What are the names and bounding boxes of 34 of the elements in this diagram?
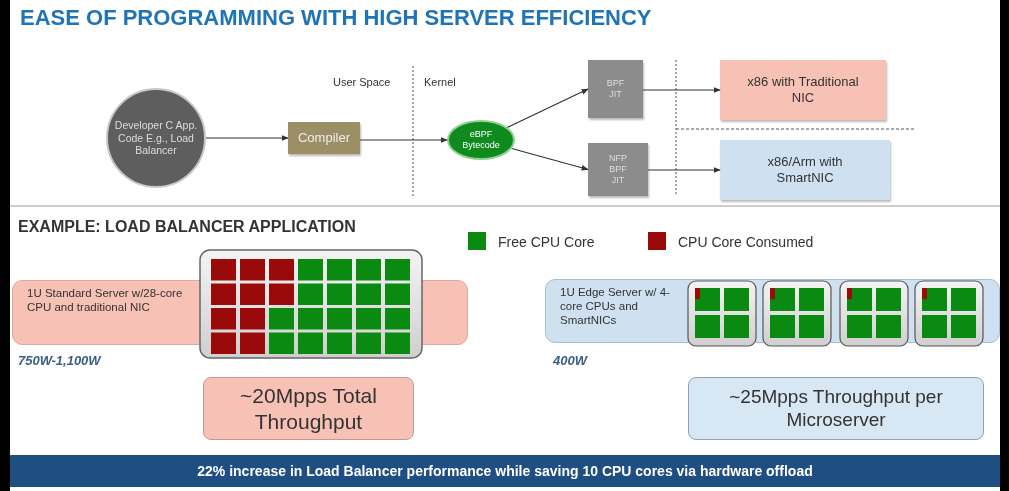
node-label: Developer C App. Code E.g., Load Balancer xyxy=(113,119,199,157)
process-box xyxy=(288,122,360,154)
jit-box xyxy=(588,60,643,118)
region-label: User Space xyxy=(333,76,391,88)
throughput-box xyxy=(688,377,984,440)
summary-banner xyxy=(10,455,1000,487)
legend-label: CPU Core Consumed xyxy=(678,234,814,250)
arrow xyxy=(506,88,589,128)
node-label: x86 with Traditional NIC xyxy=(746,74,860,106)
arrow xyxy=(642,87,721,93)
arrow xyxy=(647,167,721,173)
target-box xyxy=(720,140,890,200)
node-label: Compiler xyxy=(298,130,350,146)
slide-title: EASE OF PROGRAMMING WITH HIGH SERVER EFFICIENCY xyxy=(20,5,652,31)
node-label: eBPF Bytecode xyxy=(461,129,501,151)
node-label: 1U Standard Server w/28-core CPU and traditional NIC xyxy=(27,287,184,315)
region-label: Kernel xyxy=(424,76,456,88)
legend-label: Free CPU Core xyxy=(498,234,595,250)
power-label: 750W-1,100W xyxy=(18,353,101,368)
power-label: 400W xyxy=(553,353,587,368)
node-label: ~25Mpps Throughput per Microserver xyxy=(728,385,944,432)
arrow xyxy=(359,137,448,143)
target-box xyxy=(720,60,886,120)
section-heading: EXAMPLE: LOAD BALANCER APPLICATION xyxy=(18,218,356,236)
throughput-box xyxy=(203,377,414,440)
node-label: BPF JIT xyxy=(605,78,626,100)
node-label: NFP BPF JIT xyxy=(608,153,628,186)
jit-box xyxy=(588,143,648,196)
node-label: 1U Edge Server w/ 4-core CPUs and SmartNICs xyxy=(560,286,671,328)
arrow xyxy=(205,135,289,141)
banner-text: 22% increase in Load Balancer performance while saving 10 CPU cores via hardware offload xyxy=(197,462,813,480)
arrow xyxy=(511,147,589,171)
node-label: ~20Mpps Total Throughput xyxy=(239,383,378,434)
node-label: x86/Arm with SmartNIC xyxy=(766,154,844,186)
